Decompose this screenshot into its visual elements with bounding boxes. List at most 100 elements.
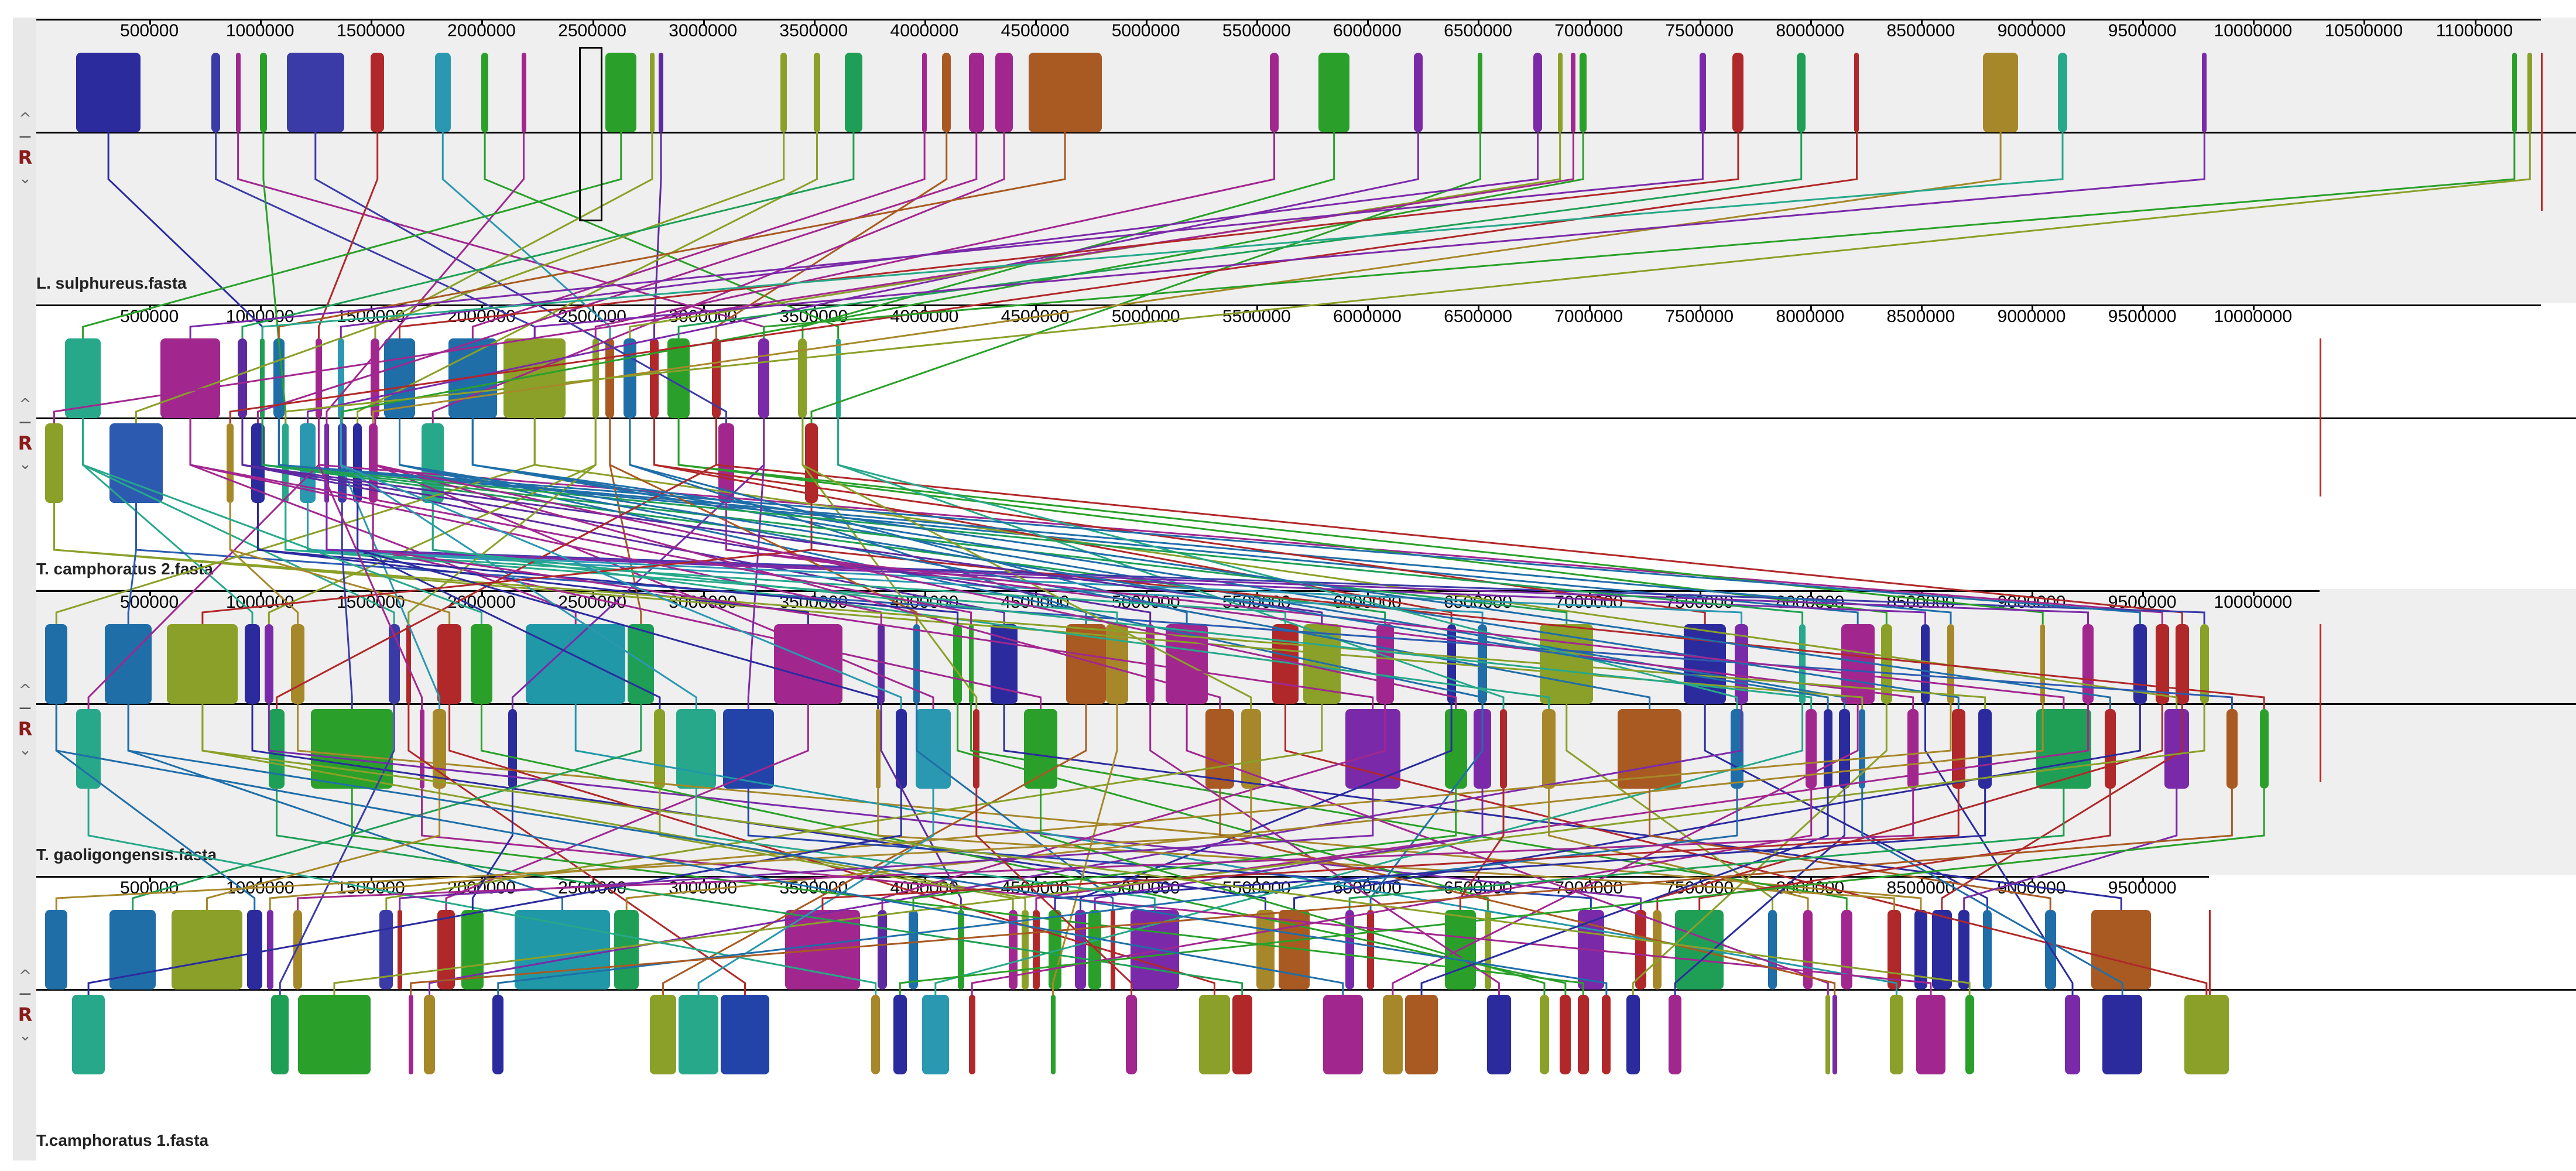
reverse-complement-button[interactable]: R	[18, 146, 33, 169]
lcb-block[interactable]	[957, 910, 964, 989]
lcb-block[interactable]	[76, 53, 141, 132]
lcb-block[interactable]	[1914, 910, 1928, 989]
lcb-block[interactable]	[2184, 995, 2229, 1074]
lcb-block[interactable]	[835, 338, 841, 418]
lcb-block[interactable]	[909, 910, 918, 989]
lcb-block[interactable]	[1823, 709, 1832, 789]
lcb-block[interactable]	[1323, 995, 1363, 1074]
lcb-block[interactable]	[324, 423, 329, 503]
lcb-block[interactable]	[1907, 709, 1919, 789]
lcb-block[interactable]	[878, 910, 887, 989]
lcb-block[interactable]	[1367, 910, 1374, 989]
lcb-block[interactable]	[1500, 709, 1507, 789]
lcb-block[interactable]	[526, 624, 626, 704]
lcb-block[interactable]	[1916, 995, 1945, 1074]
lcb-block[interactable]	[2200, 624, 2209, 704]
lcb-block[interactable]	[1947, 624, 1954, 704]
lcb-block[interactable]	[2102, 995, 2143, 1074]
lcb-block[interactable]	[1413, 53, 1423, 132]
lcb-block[interactable]	[315, 338, 323, 418]
lcb-block[interactable]	[973, 709, 980, 789]
lcb-block[interactable]	[419, 709, 424, 789]
lcb-block[interactable]	[311, 709, 393, 789]
lcb-block[interactable]	[2512, 53, 2517, 132]
lcb-block[interactable]	[406, 624, 411, 704]
lcb-block[interactable]	[1699, 53, 1707, 132]
lcb-block[interactable]	[397, 910, 402, 989]
lcb-block[interactable]	[1635, 910, 1646, 989]
lcb-block[interactable]	[45, 910, 68, 989]
lcb-block[interactable]	[1965, 995, 1974, 1074]
lcb-block[interactable]	[1405, 995, 1438, 1074]
lcb-block[interactable]	[628, 624, 655, 704]
move-down-button[interactable]: ⌄	[19, 741, 32, 759]
lcb-block[interactable]	[804, 423, 818, 503]
lcb-block[interactable]	[667, 338, 690, 418]
lcb-block[interactable]	[1839, 709, 1850, 789]
move-up-button[interactable]: ^	[19, 967, 32, 985]
hide-genome-button[interactable]: −	[18, 412, 33, 433]
lcb-block[interactable]	[1931, 910, 1952, 989]
lcb-block[interactable]	[1484, 910, 1492, 989]
lcb-block[interactable]	[1668, 995, 1682, 1074]
lcb-block[interactable]	[878, 624, 885, 704]
lcb-block[interactable]	[470, 624, 493, 704]
lcb-block[interactable]	[282, 423, 289, 503]
lcb-block[interactable]	[388, 624, 400, 704]
lcb-block[interactable]	[968, 53, 985, 132]
lcb-block[interactable]	[1318, 53, 1350, 132]
lcb-block[interactable]	[1486, 995, 1512, 1074]
move-up-button[interactable]: ^	[19, 396, 32, 413]
lcb-block[interactable]	[1571, 53, 1576, 132]
lcb-block[interactable]	[2036, 709, 2092, 789]
hide-genome-button[interactable]: −	[18, 984, 33, 1004]
lcb-block[interactable]	[780, 53, 787, 132]
lcb-block[interactable]	[1577, 995, 1589, 1074]
lcb-block[interactable]	[227, 423, 234, 503]
lcb-block[interactable]	[1533, 53, 1543, 132]
lcb-block[interactable]	[1880, 624, 1892, 704]
lcb-block[interactable]	[773, 624, 842, 704]
lcb-block[interactable]	[605, 53, 637, 132]
lcb-block[interactable]	[1028, 53, 1102, 132]
lcb-block[interactable]	[1920, 624, 1930, 704]
lcb-block[interactable]	[293, 910, 303, 989]
lcb-block[interactable]	[1126, 995, 1138, 1074]
lcb-block[interactable]	[1797, 53, 1806, 132]
lcb-block[interactable]	[953, 624, 962, 704]
lcb-block[interactable]	[492, 995, 504, 1074]
lcb-block[interactable]	[260, 53, 267, 132]
lcb-block[interactable]	[649, 53, 655, 132]
lcb-block[interactable]	[649, 338, 659, 418]
lcb-block[interactable]	[1542, 709, 1556, 789]
lcb-block[interactable]	[244, 624, 261, 704]
lcb-block[interactable]	[968, 624, 974, 704]
lcb-block[interactable]	[1602, 995, 1611, 1074]
lcb-block[interactable]	[171, 910, 242, 989]
lcb-block[interactable]	[235, 53, 241, 132]
reverse-complement-button[interactable]: R	[18, 1004, 33, 1026]
lcb-block[interactable]	[264, 624, 273, 704]
lcb-block[interactable]	[1982, 53, 2019, 132]
lcb-block[interactable]	[521, 53, 526, 132]
lcb-block[interactable]	[1767, 910, 1777, 989]
lcb-block[interactable]	[922, 995, 949, 1074]
lcb-block[interactable]	[1050, 995, 1056, 1074]
lcb-block[interactable]	[942, 53, 951, 132]
lcb-block[interactable]	[1478, 53, 1483, 132]
lcb-block[interactable]	[371, 53, 385, 132]
lcb-block[interactable]	[1382, 995, 1403, 1074]
lcb-block[interactable]	[654, 709, 666, 789]
lcb-block[interactable]	[758, 338, 770, 418]
lcb-block[interactable]	[1832, 995, 1837, 1074]
lcb-block[interactable]	[2175, 624, 2189, 704]
lcb-block[interactable]	[1854, 53, 1859, 132]
selected-region-box[interactable]	[578, 47, 602, 221]
hide-genome-button[interactable]: −	[18, 126, 33, 147]
lcb-block[interactable]	[2104, 709, 2116, 789]
hide-genome-button[interactable]: −	[18, 698, 33, 718]
move-down-button[interactable]: ⌄	[19, 1027, 32, 1045]
lcb-block[interactable]	[913, 624, 920, 704]
lcb-block[interactable]	[437, 624, 462, 704]
